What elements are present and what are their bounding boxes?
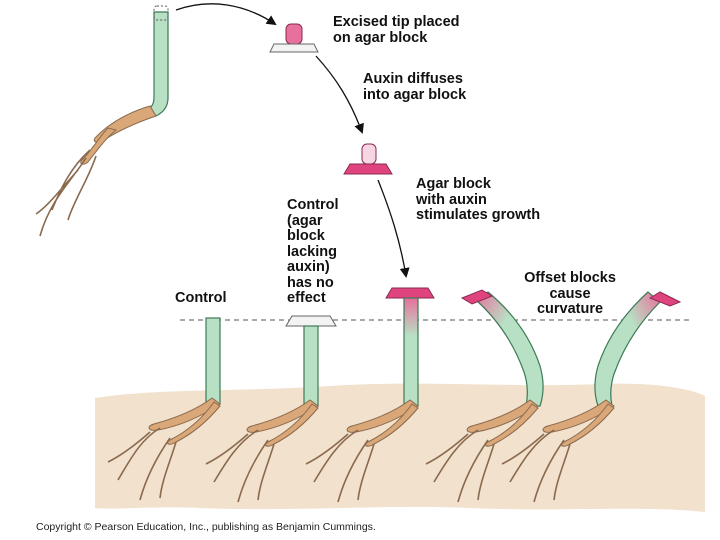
arrow-tip-to-block	[175, 3, 277, 26]
seedling-plain-agar	[205, 315, 337, 503]
seedling-auxin-agar	[305, 287, 435, 503]
label-stimulates-growth: Agar block with auxin stimulates growth	[416, 176, 541, 223]
label-auxin-diffuses: Auxin diffuses into agar block	[363, 71, 467, 103]
soil-bed	[95, 383, 705, 512]
label-offset-blocks: Offset blocks cause curvature	[524, 270, 616, 317]
label-control: Control	[175, 290, 227, 306]
seedling-offset-right	[501, 291, 682, 503]
arrow-block-to-auxin	[315, 55, 364, 134]
excised-tip-outline	[153, 5, 169, 21]
arrow-auxin-to-seedling	[377, 179, 410, 278]
excised-seedling	[35, 5, 169, 237]
seedling-offset-left	[425, 289, 544, 503]
agar-block-with-auxin	[343, 143, 393, 175]
seedling-control	[107, 317, 221, 501]
agar-block-with-tip	[269, 23, 319, 53]
label-excised-tip: Excised tip placed on agar block	[333, 14, 460, 46]
copyright-notice: Copyright © Pearson Education, Inc., pub…	[36, 521, 376, 533]
label-control-block: Control (agar block lacking auxin) has n…	[287, 197, 339, 306]
